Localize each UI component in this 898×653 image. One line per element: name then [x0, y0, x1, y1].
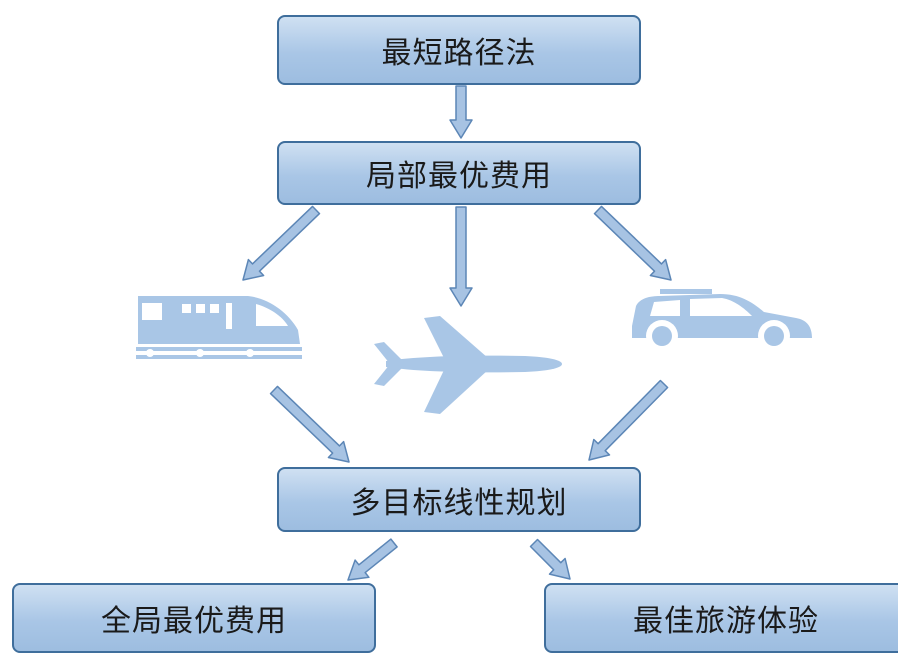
arrow-car-to-lp [588, 379, 669, 461]
car-icon [632, 289, 812, 352]
arrow-local-to-car [593, 205, 672, 281]
node-global-optimal-cost: 全局最优费用 [12, 583, 376, 653]
arrow-lp-to-experience [529, 538, 571, 580]
airplane-icon [374, 316, 562, 414]
arrow-local-to-plane [449, 206, 473, 307]
arrow-lp-to-global [347, 538, 398, 581]
node-local-optimal-cost: 局部最优费用 [277, 141, 641, 205]
train-icon [136, 296, 302, 359]
arrow-shortest-to-local [449, 85, 473, 139]
arrow-train-to-lp [269, 385, 350, 463]
arrows-layer [242, 85, 672, 581]
node-best-travel-experience: 最佳旅游体验 [544, 583, 898, 653]
arrow-local-to-train [242, 205, 321, 281]
node-shortest-path: 最短路径法 [277, 15, 641, 85]
node-multi-objective-lp: 多目标线性规划 [277, 467, 641, 532]
